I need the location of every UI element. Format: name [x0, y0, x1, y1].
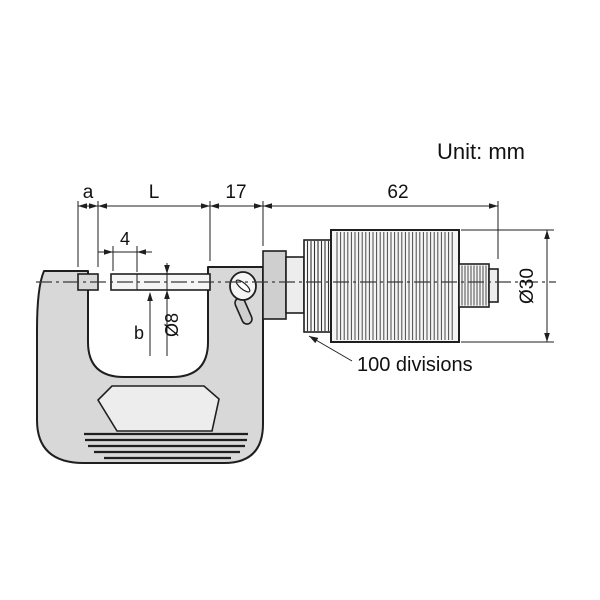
dimension-dia8: Ø8	[162, 263, 182, 356]
arrowhead	[137, 249, 146, 255]
arrowhead	[309, 336, 319, 344]
arrowhead	[210, 203, 219, 209]
unit-label: Unit: mm	[437, 139, 525, 164]
arrowhead	[147, 292, 153, 301]
arrowhead	[104, 249, 113, 255]
ratchet-knurling	[461, 265, 487, 306]
micrometer-body	[36, 229, 556, 464]
arrowhead	[489, 203, 498, 209]
arrowhead	[164, 290, 170, 299]
thimble-knurling	[336, 232, 453, 340]
arrowhead	[254, 203, 263, 209]
arrowhead	[89, 203, 98, 209]
sleeve-flange	[262, 250, 287, 320]
dim-label-4: 4	[120, 229, 130, 249]
arrowhead	[98, 203, 107, 209]
top-dimensions: a L 17 62	[77, 182, 499, 267]
dim-label-17: 17	[225, 182, 246, 203]
divisions-label: 100 divisions	[357, 354, 473, 376]
arrowhead	[164, 265, 170, 274]
frame-grip-lines	[84, 432, 248, 460]
dimension-4: 4	[98, 229, 152, 272]
dimension-dia30: Ø30	[461, 229, 554, 343]
arrowhead	[544, 230, 550, 239]
dim-label-62: 62	[387, 182, 408, 203]
arrowhead	[201, 203, 210, 209]
leader-100-divisions: 100 divisions	[308, 335, 473, 376]
dimension-b: b	[134, 292, 153, 356]
sleeve	[285, 256, 305, 314]
frame-insulator-plate	[96, 385, 220, 432]
ratchet-end-cap	[488, 268, 499, 303]
arrowhead	[544, 333, 550, 342]
dim-label-dia8: Ø8	[162, 313, 182, 337]
arrowhead	[78, 203, 87, 209]
dim-label-L: L	[149, 182, 160, 203]
thimble-scale-ticks	[306, 241, 330, 331]
dim-label-a: a	[83, 182, 94, 203]
lock-slot	[235, 279, 251, 293]
lock-lever	[234, 297, 253, 325]
dim-label-b: b	[134, 323, 144, 343]
dim-label-dia30: Ø30	[517, 268, 538, 304]
arrowhead	[263, 203, 272, 209]
